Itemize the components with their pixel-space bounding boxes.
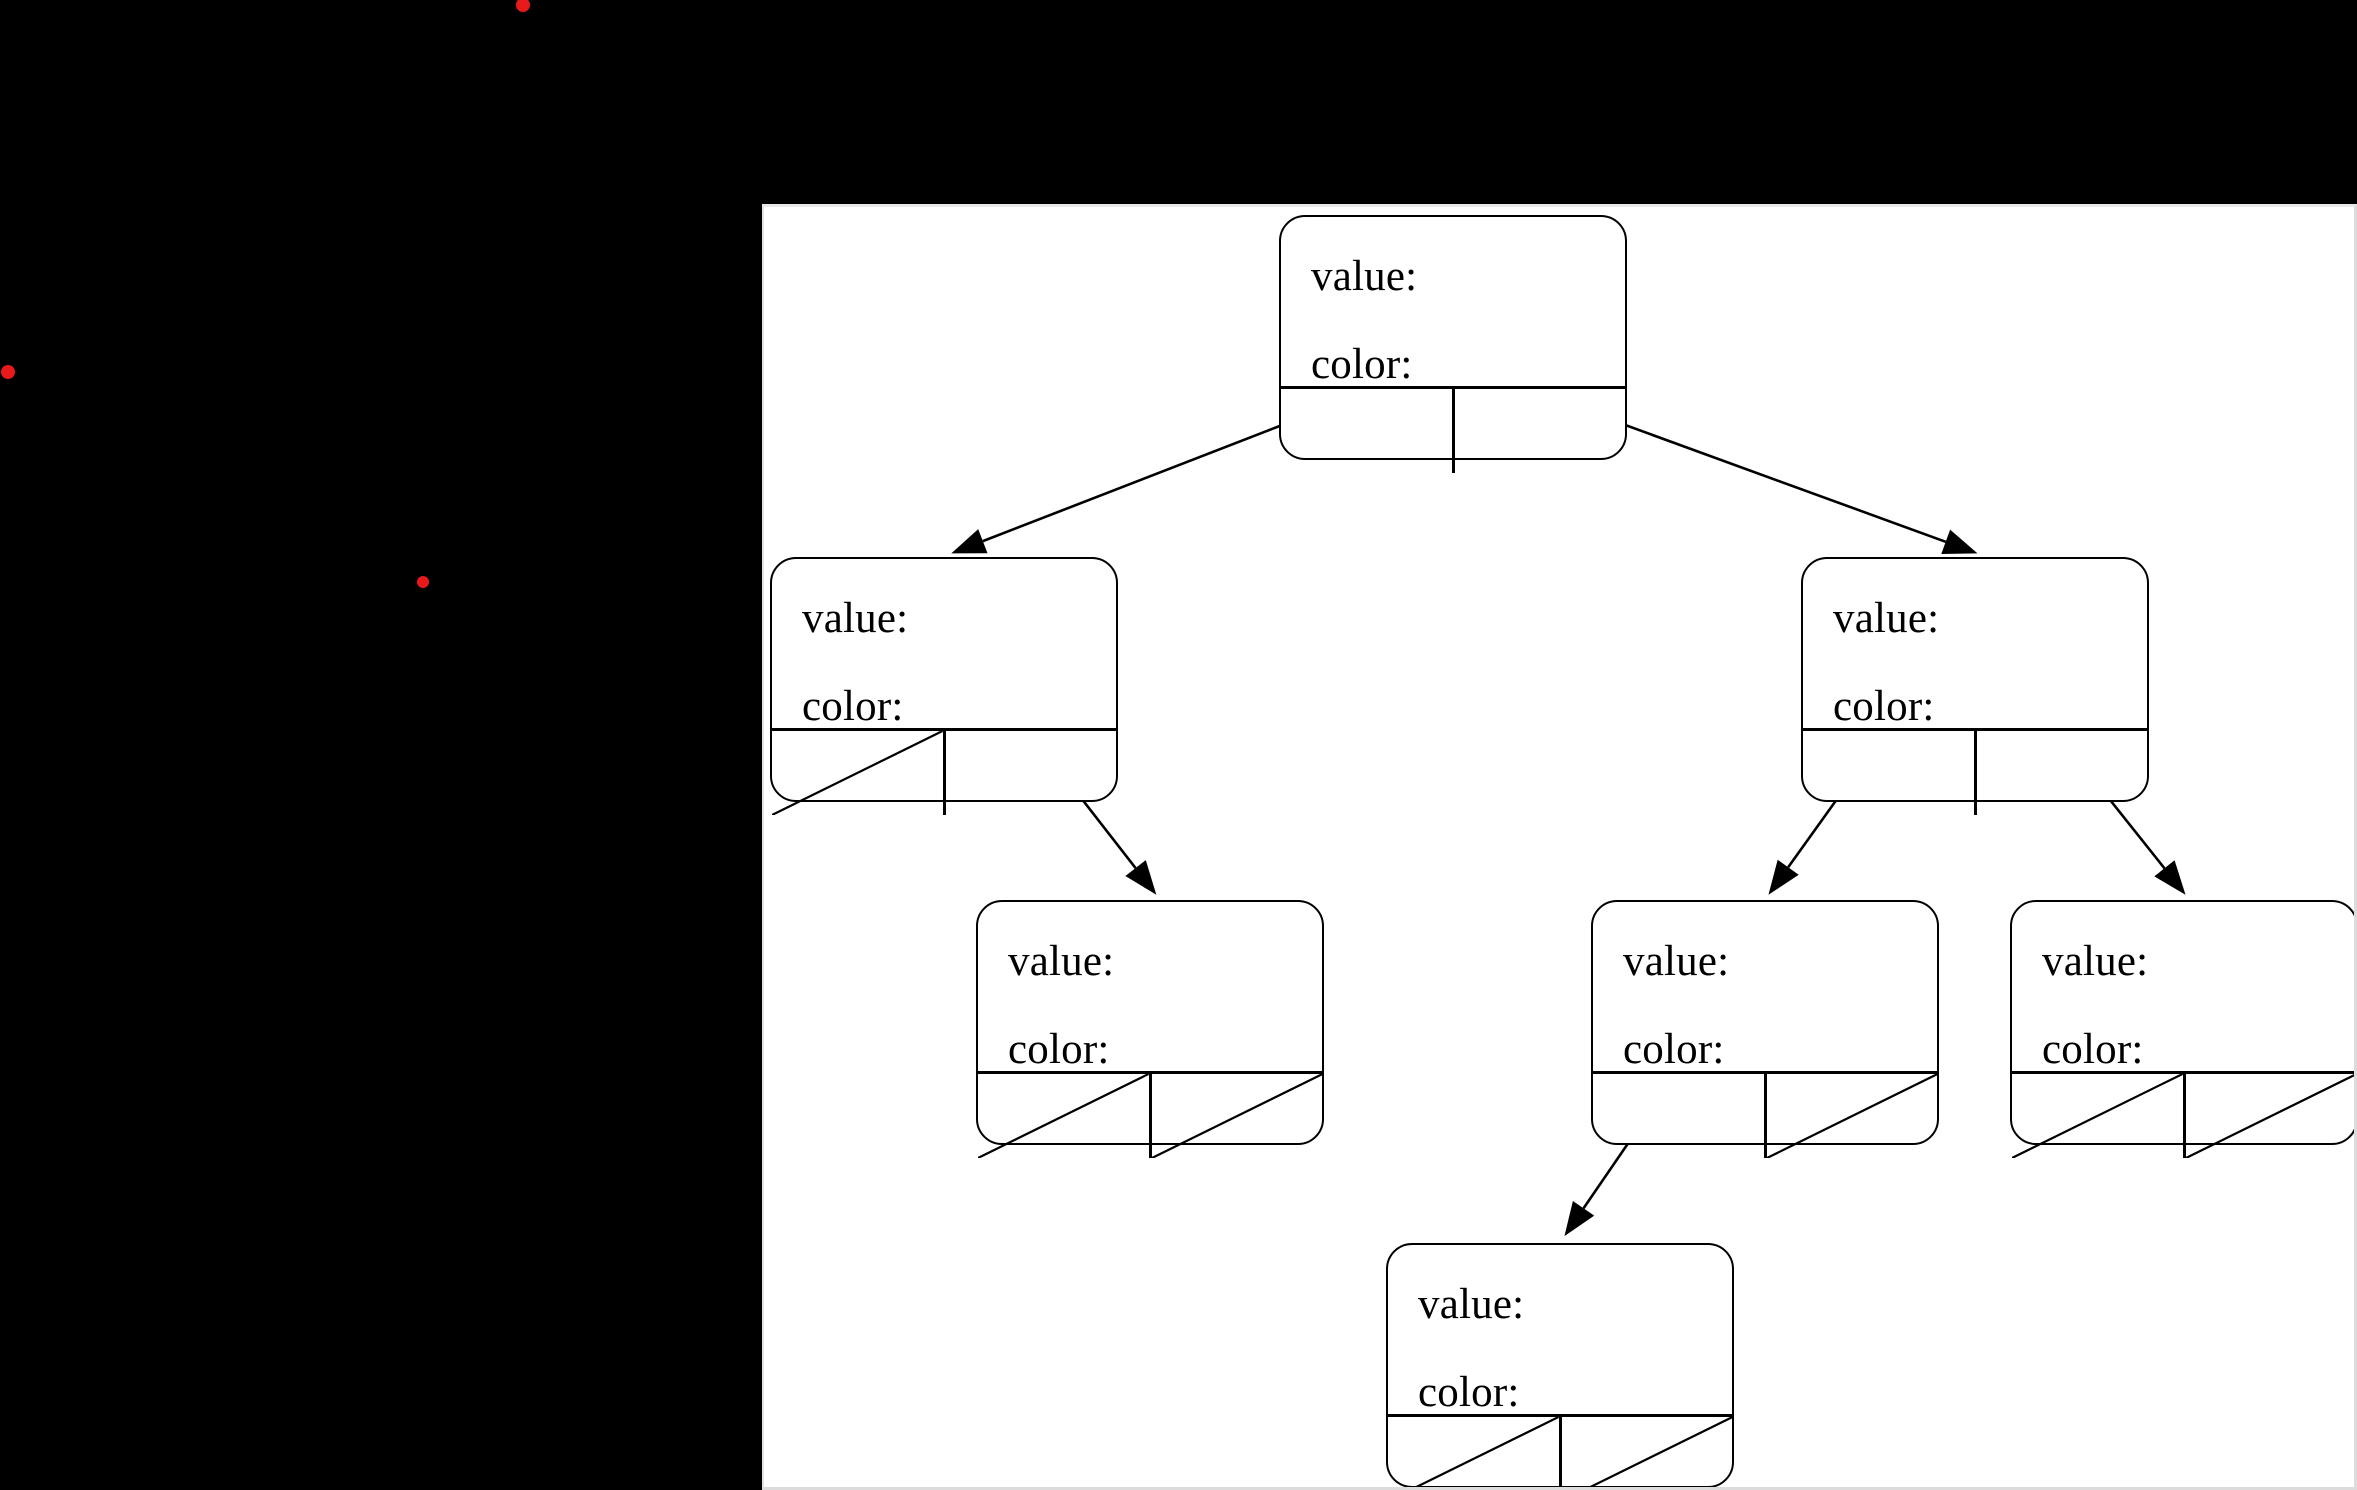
node-color-label: color: <box>1833 683 1935 730</box>
arrowhead-icon <box>1125 860 1157 895</box>
node-value-label: value: <box>1623 938 1730 985</box>
node-pointer-row <box>978 1071 1322 1158</box>
right-pointer-cell[interactable] <box>1977 731 2148 815</box>
left-pointer-cell[interactable] <box>978 1074 1152 1158</box>
tree-node-leaf-b[interactable]: value: color: <box>1591 900 1939 1158</box>
right-pointer-cell[interactable] <box>1455 389 1626 473</box>
diagram-panel: value:color:value:color:value:color:valu… <box>762 204 2357 1490</box>
node-value-label: value: <box>802 595 909 642</box>
node-fields: value: color: <box>1281 217 1625 386</box>
null-pointer-slash-icon <box>772 731 943 815</box>
tree-node-leaf-d[interactable]: value: color: <box>1386 1243 1734 1490</box>
node-pointer-row <box>1803 728 2147 815</box>
node-pointer-row <box>1593 1071 1937 1158</box>
tree-node-leaf-c[interactable]: value: color: <box>2010 900 2354 1158</box>
tree-node-right-child[interactable]: value: color: <box>1801 557 2149 815</box>
left-pointer-cell[interactable] <box>1281 389 1455 473</box>
node-color-label: color: <box>2042 1026 2144 1073</box>
left-pointer-cell[interactable] <box>1388 1417 1562 1490</box>
node-pointer-row <box>1388 1414 1733 1490</box>
tree-node-root[interactable]: value: color: <box>1279 215 1627 473</box>
null-pointer-slash-icon <box>1388 1417 1559 1490</box>
node-pointer-row <box>2012 1071 2357 1158</box>
left-pointer-cell[interactable] <box>772 731 946 815</box>
right-pointer-cell[interactable] <box>1562 1417 1733 1490</box>
node-fields: value: color: <box>772 559 1116 728</box>
left-pointer-cell[interactable] <box>2012 1074 2186 1158</box>
right-pointer-cell[interactable] <box>946 731 1117 815</box>
arrowhead-icon <box>951 529 988 554</box>
null-pointer-slash-icon <box>1767 1074 1938 1158</box>
arrowhead-icon <box>1768 859 1799 895</box>
red-marker-top <box>516 0 530 12</box>
node-fields: value: color: <box>1593 902 1937 1071</box>
node-color-label: color: <box>1311 341 1413 388</box>
node-fields: value: color: <box>2012 902 2354 1073</box>
red-marker-left <box>1 365 15 379</box>
left-pointer-cell[interactable] <box>1803 731 1977 815</box>
node-value-label: value: <box>2042 938 2149 985</box>
node-color-label: color: <box>1418 1369 1520 1416</box>
node-color-label: color: <box>802 683 904 730</box>
arrowhead-icon <box>2154 860 2186 895</box>
red-marker-middle <box>417 576 429 588</box>
node-color-label: color: <box>1623 1026 1725 1073</box>
node-pointer-row <box>772 728 1116 815</box>
tree-node-leaf-a[interactable]: value: color: <box>976 900 1324 1158</box>
tree-node-left-child[interactable]: value: color: <box>770 557 1118 815</box>
arrowhead-icon <box>1941 529 1978 554</box>
node-fields: value: color: <box>1388 1245 1732 1414</box>
node-value-label: value: <box>1418 1281 1525 1328</box>
node-pointer-row <box>1281 386 1625 473</box>
node-fields: value: color: <box>1803 559 2147 728</box>
right-pointer-cell[interactable] <box>2186 1074 2357 1158</box>
null-pointer-slash-icon <box>2186 1074 2357 1158</box>
arrowhead-icon <box>1564 1200 1595 1237</box>
node-value-label: value: <box>1008 938 1115 985</box>
node-value-label: value: <box>1311 253 1418 300</box>
right-pointer-cell[interactable] <box>1767 1074 1938 1158</box>
null-pointer-slash-icon <box>978 1074 1149 1158</box>
node-value-label: value: <box>1833 595 1940 642</box>
null-pointer-slash-icon <box>2012 1074 2183 1158</box>
node-fields: value: color: <box>978 902 1322 1071</box>
null-pointer-slash-icon <box>1152 1074 1323 1158</box>
node-color-label: color: <box>1008 1026 1110 1073</box>
left-pointer-cell[interactable] <box>1593 1074 1767 1158</box>
right-pointer-cell[interactable] <box>1152 1074 1323 1158</box>
null-pointer-slash-icon <box>1562 1417 1733 1490</box>
